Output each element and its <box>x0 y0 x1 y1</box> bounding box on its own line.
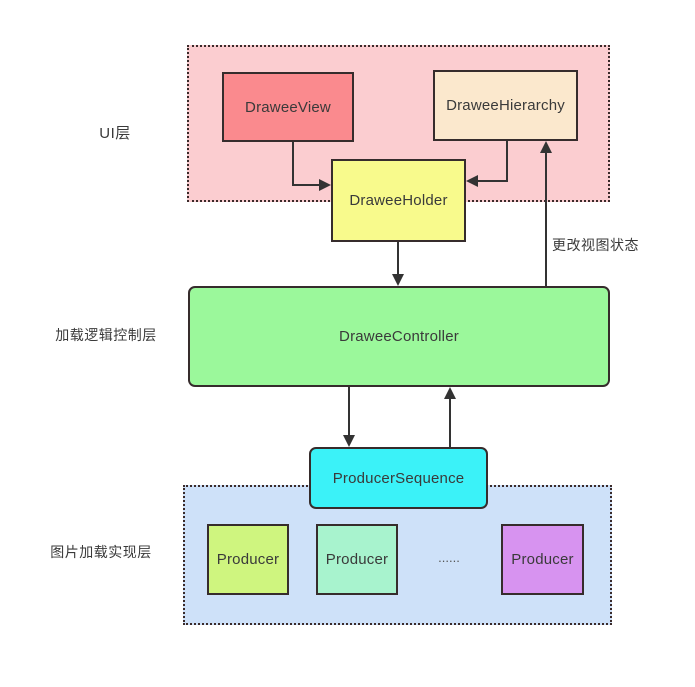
node-producer-1: Producer <box>207 524 289 595</box>
update-view-state-annotation: 更改视图状态 <box>552 237 639 253</box>
node-drawee-hierarchy: DraweeHierarchy <box>433 70 578 141</box>
implementation-layer-label: 图片加载实现层 <box>50 544 152 560</box>
ui-layer-label: UI层 <box>99 125 131 142</box>
node-producer-sequence: ProducerSequence <box>309 447 488 509</box>
node-drawee-view: DraweeView <box>222 72 354 142</box>
node-drawee-holder: DraweeHolder <box>331 159 466 242</box>
arrowhead-producersequence-to-draweecontroller <box>444 387 456 399</box>
node-producer-2: Producer <box>316 524 398 595</box>
node-producer-3: Producer <box>501 524 584 595</box>
arrowhead-draweeholder-to-draweecontroller <box>392 274 404 286</box>
producers-ellipsis: ...... <box>438 550 460 565</box>
node-drawee-controller: DraweeController <box>188 286 610 387</box>
arrowhead-draweecontroller-to-producersequence <box>343 435 355 447</box>
control-layer-label: 加载逻辑控制层 <box>55 327 157 343</box>
